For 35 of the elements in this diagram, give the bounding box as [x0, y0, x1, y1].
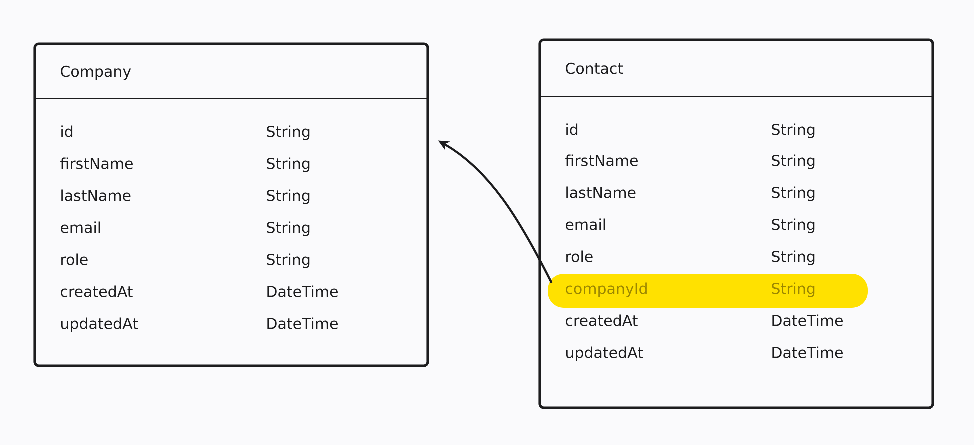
- field-type: String: [772, 124, 815, 138]
- field-type: DateTime: [772, 346, 843, 358]
- field-name: createdAt: [61, 286, 133, 298]
- field-type: String: [772, 218, 815, 234]
- field-type: String: [772, 282, 815, 298]
- field-name: role: [566, 250, 593, 262]
- field-name: role: [62, 254, 88, 266]
- field-type: DateTime: [268, 318, 338, 330]
- field-type: String: [772, 250, 815, 266]
- field-name: lastName: [62, 190, 131, 202]
- field-name: email: [61, 222, 100, 234]
- field-type: String: [267, 254, 310, 268]
- field-name: email: [566, 218, 606, 230]
- field-name: firstName: [60, 158, 133, 170]
- field-name: companyId: [566, 282, 647, 298]
- field-name: id: [62, 126, 73, 138]
- field-type: String: [267, 158, 310, 172]
- field-name: id: [566, 124, 578, 136]
- table-header: Company: [61, 66, 132, 80]
- field-type: String: [267, 222, 310, 236]
- table-box: [538, 38, 934, 410]
- field-type: String: [772, 186, 815, 202]
- field-type: String: [267, 190, 310, 204]
- field-name: updatedAt: [566, 346, 644, 362]
- field-name: updatedAt: [61, 318, 138, 332]
- field-name: firstName: [566, 154, 638, 166]
- field-type: DateTime: [772, 314, 843, 326]
- field-name: lastName: [566, 186, 636, 198]
- field-name: createdAt: [566, 314, 638, 326]
- field-type: String: [772, 154, 815, 170]
- table-box: [34, 42, 430, 368]
- field-type: String: [267, 126, 310, 140]
- table-header: Contact: [566, 62, 624, 74]
- highlighted-row: [548, 274, 868, 308]
- field-type: DateTime: [268, 286, 338, 298]
